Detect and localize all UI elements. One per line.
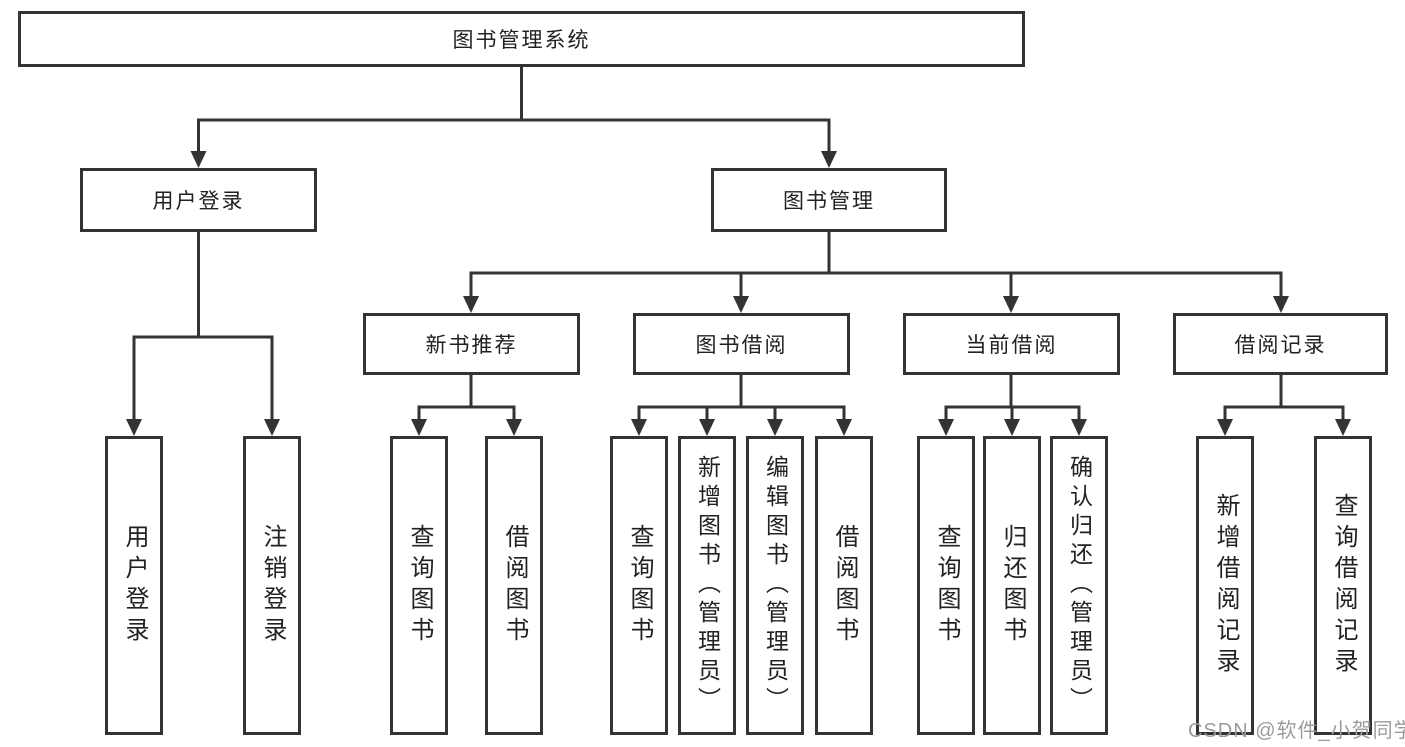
csdn-watermark: CSDN @软件_小贺同学	[1188, 720, 1405, 742]
node-leaf-borrow-books-1: 借阅图书	[485, 436, 543, 735]
connector-book-borrow-children	[631, 373, 852, 436]
node-library-system: 图书管理系统	[18, 11, 1025, 67]
node-leaf-return-book: 归还图书	[983, 436, 1041, 735]
node-leaf-add-borrow-record: 新增借阅记录	[1196, 436, 1254, 735]
node-leaf-user-login: 用户登录	[105, 436, 163, 735]
node-leaf-query-borrow-record: 查询借阅记录	[1314, 436, 1372, 735]
node-leaf-edit-book-admin: 编辑图书（管理员）	[746, 436, 804, 735]
connector-borrow-records-children	[1217, 373, 1351, 436]
node-leaf-logout: 注销登录	[243, 436, 301, 735]
node-leaf-query-books-1: 查询图书	[390, 436, 448, 735]
node-borrow-records: 借阅记录	[1173, 313, 1388, 375]
node-leaf-confirm-return-admin: 确认归还（管理员）	[1050, 436, 1108, 735]
node-leaf-borrow-books-2: 借阅图书	[815, 436, 873, 735]
node-new-book-recommend: 新书推荐	[363, 313, 580, 375]
node-book-borrow: 图书借阅	[633, 313, 850, 375]
node-current-borrow: 当前借阅	[903, 313, 1120, 375]
connector-new-book-recommend-children	[411, 373, 522, 436]
node-leaf-query-books-2: 查询图书	[610, 436, 668, 735]
connector-current-borrow-children	[938, 373, 1087, 436]
connector-book-management-children	[463, 230, 1289, 313]
connector-root-to-level2	[190, 65, 837, 168]
connector-user-login-children	[126, 230, 280, 436]
node-leaf-add-book-admin: 新增图书（管理员）	[678, 436, 736, 735]
node-user-login: 用户登录	[80, 168, 317, 232]
node-leaf-query-books-3: 查询图书	[917, 436, 975, 735]
node-book-management: 图书管理	[711, 168, 947, 232]
